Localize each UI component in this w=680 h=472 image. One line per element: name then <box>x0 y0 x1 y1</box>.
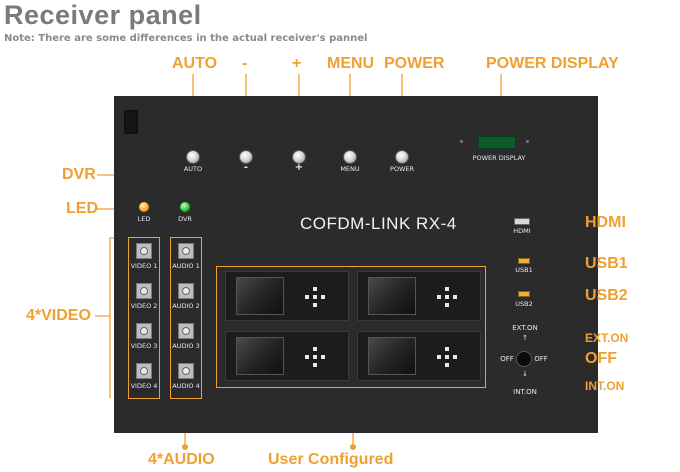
display-module <box>357 271 481 321</box>
arrow-down-icon: ↓ <box>522 370 528 378</box>
video-port[interactable] <box>136 323 152 339</box>
audio-port-label: AUDIO 2 <box>172 302 200 310</box>
audio-port-label: AUDIO 1 <box>172 262 200 270</box>
video-port-label: VIDEO 1 <box>130 262 158 270</box>
dvr-label: DVR <box>178 215 192 223</box>
device-brand: COFDM-LINK RX-4 <box>300 214 457 233</box>
menu-button-label: MENU <box>340 165 360 173</box>
dpad-icon[interactable] <box>302 284 328 310</box>
minus-button[interactable] <box>240 151 252 163</box>
audio-port[interactable] <box>178 283 194 299</box>
hdmi-label: HDMI <box>513 227 531 235</box>
audio-port-label: AUDIO 4 <box>172 382 200 390</box>
led-indicator <box>139 202 149 212</box>
dpad-icon[interactable] <box>434 284 460 310</box>
usb1-port[interactable] <box>518 258 530 264</box>
video-port-label: VIDEO 4 <box>130 382 158 390</box>
audio-port[interactable] <box>178 243 194 259</box>
display-module <box>357 331 481 381</box>
video-port-label: VIDEO 3 <box>130 342 158 350</box>
power-button[interactable] <box>396 151 408 163</box>
video-port[interactable] <box>136 243 152 259</box>
display-module <box>225 331 349 381</box>
ext-on-label: EXT.ON <box>512 324 538 332</box>
callout-ext-on: EXT.ON <box>585 331 629 345</box>
module-screen <box>368 277 416 315</box>
off-label-left: OFF <box>500 355 514 363</box>
auto-button[interactable] <box>187 151 199 163</box>
menu-button[interactable] <box>344 151 356 163</box>
minus-button-label: - <box>243 162 249 173</box>
callout-led: LED <box>66 200 98 217</box>
usb2-label: USB2 <box>515 300 533 308</box>
callout-power: POWER <box>384 55 445 72</box>
dpad-icon[interactable] <box>434 344 460 370</box>
callout-minus: - <box>242 55 248 72</box>
page-note: Note: There are some differences in the … <box>4 33 368 44</box>
power-display-label: POWER DISPLAY <box>472 154 526 162</box>
handle-slot <box>124 110 138 134</box>
int-on-label: INT.ON <box>513 388 537 396</box>
arrow-up-icon: ↑ <box>522 334 528 342</box>
plus-button[interactable] <box>293 151 305 163</box>
callout-audio: 4*AUDIO <box>148 451 215 468</box>
dpad-icon[interactable] <box>302 344 328 370</box>
led-label: LED <box>137 215 151 223</box>
video-port-group: VIDEO 1 VIDEO 2 VIDEO 3 VIDEO 4 <box>128 237 160 399</box>
display-screw <box>526 140 529 143</box>
video-port[interactable] <box>136 283 152 299</box>
callout-off: OFF <box>585 350 617 367</box>
callout-video: 4*VIDEO <box>26 307 91 324</box>
power-source-switch[interactable] <box>516 351 532 367</box>
audio-port-group: AUDIO 1 AUDIO 2 AUDIO 3 AUDIO 4 <box>170 237 202 399</box>
receiver-panel: AUTO - + MENU POWER POWER DISPLAY LED DV… <box>114 96 598 433</box>
module-screen <box>368 337 416 375</box>
module-screen <box>236 337 284 375</box>
usb1-label: USB1 <box>515 266 533 274</box>
video-port[interactable] <box>136 363 152 379</box>
callout-usb1: USB1 <box>585 255 628 272</box>
usb2-port[interactable] <box>518 291 530 297</box>
audio-port[interactable] <box>178 323 194 339</box>
callout-plus: + <box>292 55 302 72</box>
callout-dvr: DVR <box>62 166 96 183</box>
module-screen <box>236 277 284 315</box>
callout-menu: MENU <box>327 55 375 72</box>
callout-usb2: USB2 <box>585 287 628 304</box>
plus-button-label: + <box>294 162 304 173</box>
hdmi-port[interactable] <box>514 218 530 225</box>
callout-int-on: INT.ON <box>585 379 625 393</box>
callout-hdmi: HDMI <box>585 214 626 231</box>
user-configured-group <box>216 266 486 388</box>
audio-port-label: AUDIO 3 <box>172 342 200 350</box>
callout-auto: AUTO <box>172 55 218 72</box>
callout-user-configured: User Configured <box>268 451 394 468</box>
auto-button-label: AUTO <box>183 165 203 173</box>
audio-port[interactable] <box>178 363 194 379</box>
video-port-label: VIDEO 2 <box>130 302 158 310</box>
page-title: Receiver panel <box>4 0 202 30</box>
callout-power-display: POWER DISPLAY <box>486 55 619 72</box>
dvr-indicator <box>180 202 190 212</box>
off-label-right: OFF <box>534 355 548 363</box>
display-module <box>225 271 349 321</box>
power-display-screen <box>478 136 516 149</box>
display-screw <box>460 140 463 143</box>
power-button-label: POWER <box>389 165 415 173</box>
